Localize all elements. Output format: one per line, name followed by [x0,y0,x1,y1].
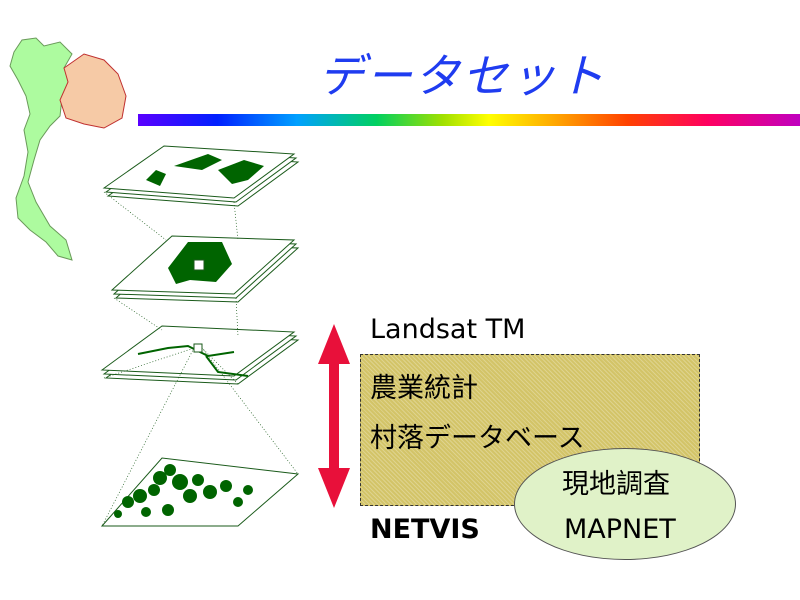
label-field-survey: 現地調査 [562,469,670,500]
label-agri-stats: 農業統計 [370,373,478,404]
thailand-map-icon [9,37,127,261]
page-title: データセット [318,49,606,103]
label-landsat: Landsat TM [370,314,526,345]
label-mapnet: MAPNET [564,514,676,545]
rainbow-divider [138,114,800,126]
layered-gis-illustration [100,145,300,527]
field-survey-oval [514,448,736,560]
label-village-db: 村落データベース [370,423,585,454]
label-netvis: NETVIS [370,514,480,545]
double-headed-arrow-icon [318,324,350,508]
